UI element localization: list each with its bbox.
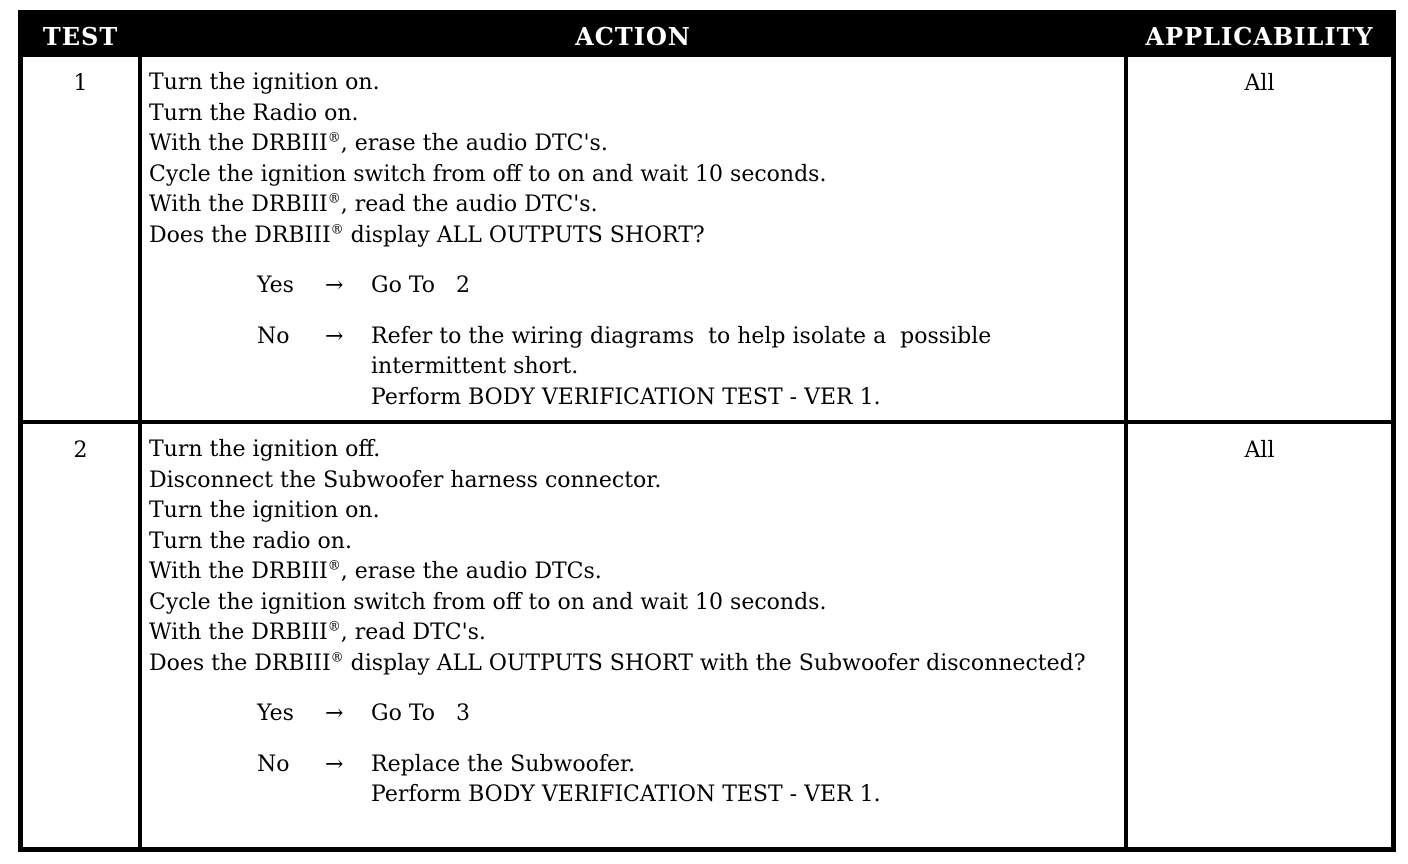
decision-result-line: intermittent short. bbox=[371, 354, 579, 379]
table-header-row: TEST ACTION APPLICABILITY bbox=[23, 15, 1391, 57]
action-step-line: Turn the radio on. bbox=[149, 528, 352, 554]
decision-result: Replace the Subwoofer. Perform BODY VERIF… bbox=[371, 750, 1122, 811]
column-header-applicability: APPLICABILITY bbox=[1145, 21, 1374, 51]
right-arrow-icon: → bbox=[325, 751, 344, 777]
decision-result: Refer to the wiring diagrams to help iso… bbox=[371, 322, 1122, 414]
right-arrow-icon: → bbox=[325, 273, 344, 298]
action-decisions: Yes → Go To 2 No → Refer to the wiring diagra… bbox=[149, 271, 1122, 413]
registered-trademark-symbol: ® bbox=[330, 222, 344, 238]
decision-answer-label: Yes bbox=[257, 701, 294, 726]
decision-result-line: Perform BODY VERIFICATION TEST - VER 1. bbox=[371, 782, 881, 807]
action-step-line: Disconnect the Subwoofer harness connect… bbox=[149, 467, 662, 493]
decision-result-line: Perform BODY VERIFICATION TEST - VER 1. bbox=[371, 384, 881, 410]
registered-trademark-symbol: ® bbox=[327, 191, 341, 207]
action-step-line: Cycle the ignition switch from off to on… bbox=[149, 589, 827, 615]
column-header-test: TEST bbox=[42, 21, 119, 51]
decision-result: Go To 2 bbox=[371, 271, 1122, 302]
action-step-line: Does the DRBIII® display ALL OUTPUTS SHO… bbox=[149, 222, 705, 248]
decision-answer-label: No bbox=[257, 323, 290, 349]
action-step-line: Cycle the ignition switch from off to on… bbox=[149, 161, 827, 187]
decision-no: No → Replace the Subwoofer. Perform BODY VE… bbox=[257, 750, 1122, 811]
applicability-value: All bbox=[1244, 438, 1275, 463]
decision-no: No → Refer to the wiring diagrams to help … bbox=[257, 322, 1122, 414]
action-step-line: Turn the ignition off. bbox=[149, 437, 381, 462]
test-number: 1 bbox=[73, 71, 88, 96]
action-step-line: Turn the Radio on. bbox=[149, 100, 359, 126]
table-row: 2 Turn the ignition off. Disconnect the S… bbox=[23, 424, 1391, 847]
table-row: 1 Turn the ignition on. Turn the Radio on… bbox=[23, 57, 1391, 424]
decision-yes: Yes → Go To 2 bbox=[257, 271, 1122, 302]
action-cell: Turn the ignition on. Turn the Radio on. W… bbox=[138, 57, 1128, 420]
registered-trademark-symbol: ® bbox=[327, 558, 341, 574]
decision-result-line: Replace the Subwoofer. bbox=[371, 751, 636, 777]
right-arrow-icon: → bbox=[325, 701, 344, 726]
decision-answer-label: No bbox=[257, 751, 290, 777]
test-number: 2 bbox=[73, 438, 88, 463]
action-step-line: Does the DRBIII® display ALL OUTPUTS SHO… bbox=[149, 650, 1086, 676]
column-header-action: ACTION bbox=[575, 21, 691, 51]
action-step-line: Turn the ignition on. bbox=[149, 498, 380, 523]
decision-result: Go To 3 bbox=[371, 699, 1122, 730]
action-step-line: With the DRBIII®, read the audio DTC's. bbox=[149, 191, 598, 217]
action-step-line: With the DRBIII®, erase the audio DTCs. bbox=[149, 558, 602, 584]
decision-result-line: Go To 3 bbox=[371, 701, 470, 726]
action-steps: Turn the ignition off. Disconnect the Sub… bbox=[149, 435, 1122, 679]
right-arrow-icon: → bbox=[325, 323, 344, 349]
action-cell: Turn the ignition off. Disconnect the Sub… bbox=[138, 424, 1128, 847]
applicability-value: All bbox=[1244, 71, 1275, 96]
action-step-line: With the DRBIII®, read DTC's. bbox=[149, 619, 486, 645]
action-steps: Turn the ignition on. Turn the Radio on. W… bbox=[149, 68, 1122, 251]
decision-answer-label: Yes bbox=[257, 273, 294, 298]
registered-trademark-symbol: ® bbox=[330, 650, 344, 666]
action-step-line: With the DRBIII®, erase the audio DTC's. bbox=[149, 130, 608, 156]
decision-result-line: Refer to the wiring diagrams to help iso… bbox=[371, 323, 992, 349]
decision-yes: Yes → Go To 3 bbox=[257, 699, 1122, 730]
registered-trademark-symbol: ® bbox=[327, 130, 341, 146]
decision-result-line: Go To 2 bbox=[371, 273, 470, 298]
registered-trademark-symbol: ® bbox=[327, 619, 341, 635]
diagnostic-test-table: TEST ACTION APPLICABILITY 1 Turn the ign… bbox=[18, 10, 1396, 852]
action-step-line: Turn the ignition on. bbox=[149, 70, 380, 95]
action-decisions: Yes → Go To 3 No → Replace the Subwoofer. Perf… bbox=[149, 699, 1122, 811]
